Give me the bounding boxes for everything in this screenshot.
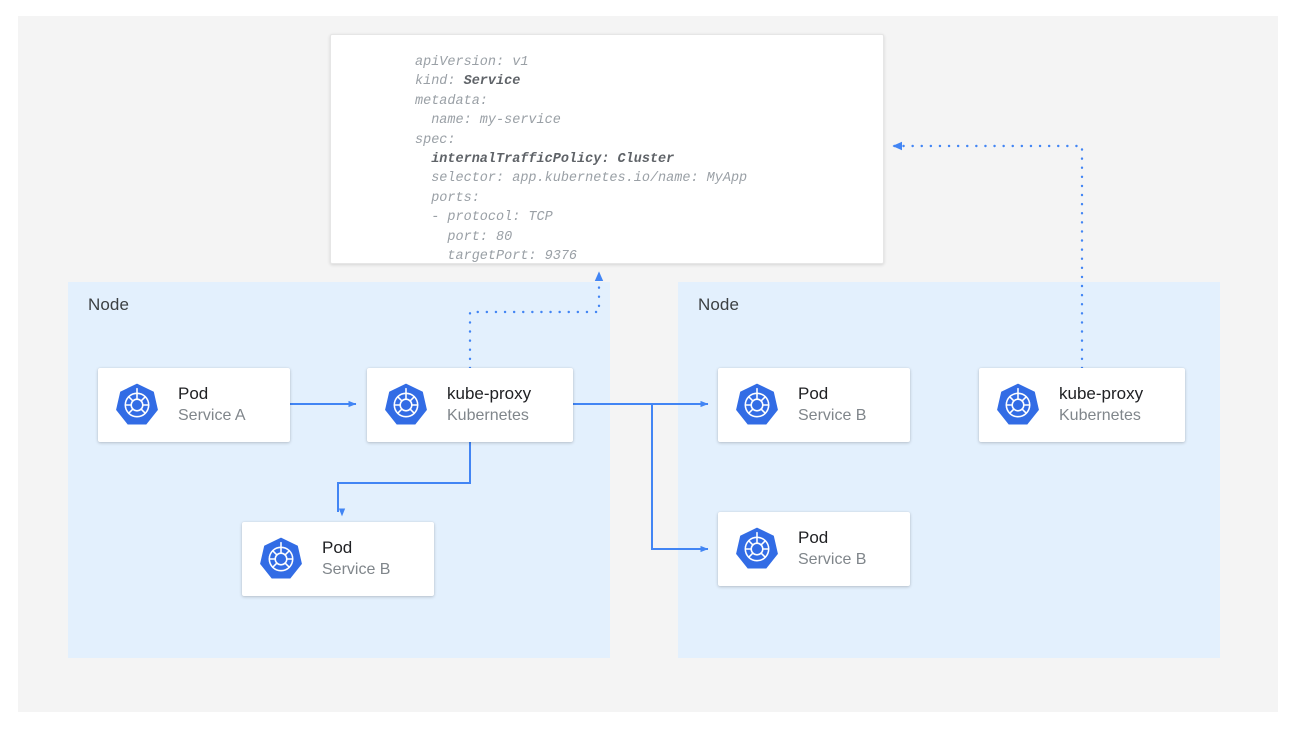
card-subtitle: Kubernetes	[1059, 407, 1141, 424]
card-title: kube-proxy	[447, 384, 532, 403]
card-subtitle: Kubernetes	[447, 407, 529, 424]
card-text: Pod Service A	[178, 383, 246, 427]
kubernetes-icon	[736, 383, 778, 425]
card-pod-service-b-bottom[interactable]: Pod Service B	[718, 512, 910, 586]
card-pod-service-b-left[interactable]: Pod Service B	[242, 522, 434, 596]
card-subtitle: Service B	[798, 407, 867, 424]
card-text: Pod Service B	[798, 527, 866, 571]
card-title: Pod	[322, 538, 353, 557]
card-title: Pod	[798, 528, 829, 547]
service-spec-card: apiVersion: v1 kind: Service metadata: n…	[330, 34, 884, 264]
node-panel-right: Node	[678, 282, 1220, 658]
kubernetes-icon	[385, 383, 427, 425]
card-pod-service-b-top[interactable]: Pod Service B	[718, 368, 910, 442]
card-subtitle: Service B	[322, 561, 391, 578]
kubernetes-icon	[736, 527, 778, 569]
card-kube-proxy-left[interactable]: kube-proxy Kubernetes	[367, 368, 573, 442]
card-title: kube-proxy	[1059, 384, 1144, 403]
kubernetes-icon	[260, 537, 302, 579]
service-spec-yaml: apiVersion: v1 kind: Service metadata: n…	[415, 55, 748, 264]
node-panel-left: Node	[68, 282, 610, 658]
card-text: Pod Service B	[798, 383, 866, 427]
card-text: kube-proxy Kubernetes	[447, 383, 531, 427]
card-kube-proxy-right[interactable]: kube-proxy Kubernetes	[979, 368, 1185, 442]
kubernetes-icon	[997, 383, 1039, 425]
card-subtitle: Service B	[798, 551, 867, 568]
kubernetes-icon	[116, 383, 158, 425]
card-subtitle: Service A	[178, 407, 246, 424]
card-title: Pod	[798, 384, 829, 403]
card-pod-service-a[interactable]: Pod Service A	[98, 368, 290, 442]
node-label-right: Node	[698, 295, 740, 314]
card-title: Pod	[178, 384, 209, 403]
card-text: Pod Service B	[322, 537, 390, 581]
node-label-left: Node	[88, 295, 130, 314]
card-text: kube-proxy Kubernetes	[1059, 383, 1143, 427]
